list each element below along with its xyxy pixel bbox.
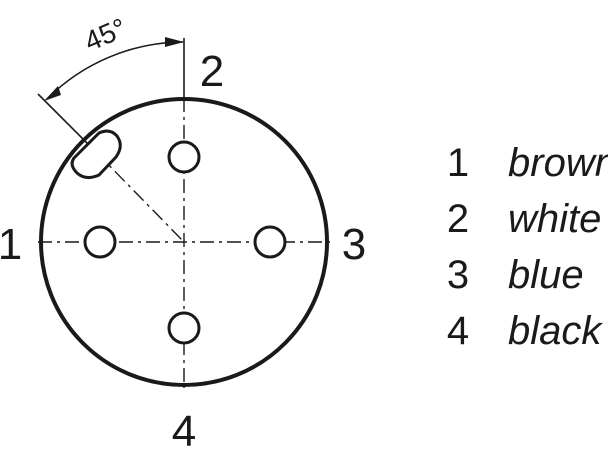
legend-color-3: blue [508,253,584,297]
pin-label-3: 3 [342,220,366,269]
pin-2-contact [167,140,201,174]
legend-number-2: 2 [447,197,469,241]
legend-color-1: brown [508,141,608,185]
angle-reference-line [37,93,97,153]
pin-label-2: 2 [200,47,224,96]
angle-arrowhead-right [165,37,184,47]
pin-4-contact [167,311,201,345]
pin-1-contact [83,225,117,259]
pin-label-4: 4 [172,407,196,456]
legend-number-3: 3 [447,253,469,297]
angle-arrowhead-left [44,86,61,101]
legend-number-1: 1 [447,141,469,185]
pin-3-contact [253,225,287,259]
legend-color-4: black [508,309,603,353]
angle-arc [46,41,184,100]
angle-label: 45° [80,12,131,57]
legend-color-2: white [508,197,601,241]
wire-color-legend: 1 brown 2 white 3 blue 4 black [447,141,608,353]
key-center-line [95,151,185,243]
legend-number-4: 4 [447,309,469,353]
coding-key-outline [70,129,122,180]
pin-label-1: 1 [0,220,22,269]
